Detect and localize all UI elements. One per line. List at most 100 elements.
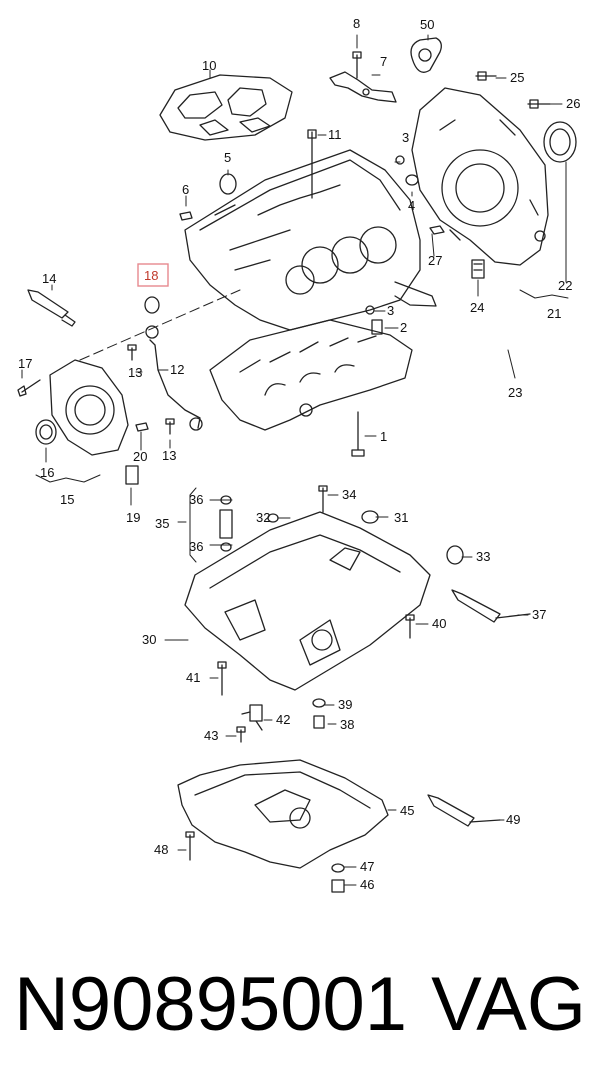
block-19-part [125,465,139,485]
bolt-48-part [185,831,195,861]
callout-12: 12 [170,362,184,377]
callout-47: 47 [360,859,374,874]
bolt-43-part [236,726,246,743]
callout-42: 42 [276,712,290,727]
callout-23: 23 [508,385,522,400]
pin-6-part [179,211,193,221]
callout-21: 21 [547,306,561,321]
sleeve-2-part [371,319,383,335]
callout-25: 25 [510,70,524,85]
callout-6: 6 [182,182,189,197]
bolt-26-part [527,99,551,109]
callout-14: 14 [42,271,56,286]
exploded-parts-diagram: 1 2 3 3 4 5 6 7 8 10 11 12 13 13 14 15 1… [17,16,580,893]
plug-5-part [219,173,237,195]
lower-oil-pan-part [177,759,389,869]
callout-5: 5 [224,150,231,165]
front-cover-15-part [49,359,129,456]
seal-50-part [410,37,442,73]
callout-4: 4 [408,198,415,213]
callout-48: 48 [154,842,168,857]
callout-45: 45 [400,803,414,818]
cover-plate-part [411,87,549,266]
brand-name: VAG [431,962,586,1047]
callout-2: 2 [400,320,407,335]
callout-34: 34 [342,487,356,502]
callout-3-top: 3 [402,130,409,145]
bolt-13-part [127,344,175,435]
seal-16-part [35,419,57,445]
callout-10: 10 [202,58,216,73]
bolt-41-part [217,661,227,696]
callout-26: 26 [566,96,580,111]
callout-1: 1 [380,429,387,444]
callout-labels: 1 2 3 3 4 5 6 7 8 10 11 12 13 13 14 15 1… [18,16,580,892]
washer-47-part [331,863,345,873]
callout-13-left: 13 [128,365,142,380]
callout-13-bottom: 13 [162,448,176,463]
callout-8: 8 [353,16,360,31]
bolt-25-part [475,71,497,81]
callout-43: 43 [204,728,218,743]
callout-46: 46 [360,877,374,892]
callout-27: 27 [428,253,442,268]
callout-18: 18 [144,268,158,283]
callout-20: 20 [133,449,147,464]
plug-46-part [331,879,345,893]
washer-39-part [312,698,326,708]
callout-37: 37 [532,607,546,622]
o-ring-18-part [144,296,160,314]
pin-27-part [429,225,445,235]
bolt-40-part [405,614,415,639]
callout-36-top: 36 [189,492,203,507]
callout-11: 11 [328,127,342,142]
highlight-box-18 [137,263,169,287]
bolt-1-part [351,411,365,457]
upper-oil-pan-part [184,511,431,691]
footer: N90895001 VAG [0,955,600,1065]
gasket-plate-part [159,74,293,141]
sealant-tube-49-part [427,794,501,827]
engine-block-part [184,149,437,331]
sensor-42-part [241,704,263,731]
callout-49: 49 [506,812,520,827]
sleeve-4-part [405,174,419,186]
oil-pipe-12-part [145,325,203,431]
callout-7: 7 [380,54,387,69]
callout-50: 50 [420,17,434,32]
callout-24: 24 [470,300,484,315]
seal-33-part [446,545,464,565]
callout-3-bottom: 3 [387,303,394,318]
callout-16: 16 [40,465,54,480]
callout-35: 35 [155,516,169,531]
pin-20-part [135,422,149,432]
bracket-part [329,71,397,103]
bracket-35-part [219,495,233,552]
callout-22: 22 [558,278,572,293]
callout-31: 31 [394,510,408,525]
callout-30: 30 [142,632,156,647]
assembly-dash-line [79,289,241,361]
block-24-part [471,259,485,279]
callout-36-bottom: 36 [189,539,203,554]
callout-19: 19 [126,510,140,525]
bedplate-part [209,319,413,431]
callout-41: 41 [186,670,200,685]
bolt-8-part [352,51,362,79]
seal-22-part [543,121,577,163]
callout-40: 40 [432,616,446,631]
callout-39: 39 [338,697,352,712]
sealant-tube-37-part [451,589,531,623]
callout-17: 17 [18,356,32,371]
stud-11-part [307,129,317,199]
sealant-tube-14-part [27,289,76,327]
bolt-17-part [17,379,41,397]
part-number: N90895001 [14,962,408,1047]
callout-38: 38 [340,717,354,732]
callout-15: 15 [60,492,74,507]
plug-3-part [365,155,405,315]
plug-38-part [313,715,325,729]
leader-lines [21,34,569,886]
callout-32: 32 [256,510,270,525]
bolt-34-part [318,485,328,513]
